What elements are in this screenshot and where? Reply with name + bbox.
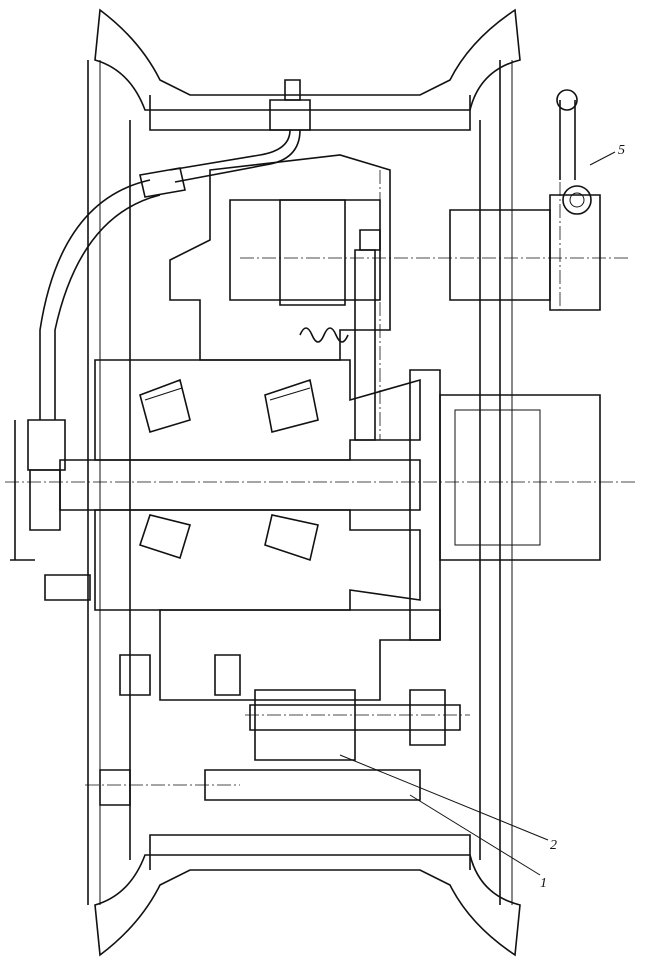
leader-lines	[339, 151, 616, 876]
centre-lines	[5, 160, 635, 786]
brake-chamber-5	[449, 89, 601, 311]
air-channel	[354, 229, 381, 441]
knuckle-housing	[169, 154, 391, 361]
inner-bearing-top	[139, 378, 191, 434]
rim-right-wall	[499, 60, 513, 905]
lower-bracket	[159, 609, 461, 801]
return-spring	[299, 327, 349, 343]
tyre-valve	[139, 79, 311, 198]
hub-body	[59, 359, 421, 611]
outer-bearing-top	[264, 378, 319, 433]
callout-5: 5	[618, 143, 625, 158]
air-hose	[10, 179, 161, 561]
inner-bearing-bottom	[138, 514, 192, 560]
outer-bearing-bottom	[264, 514, 319, 562]
callout-2: 2	[550, 838, 557, 853]
tyre-bottom-section	[94, 834, 521, 957]
callout-1: 1	[540, 876, 547, 891]
tyre-top-section	[94, 8, 521, 860]
drive-flange	[409, 369, 601, 641]
rim-left-wall	[87, 60, 101, 905]
lower-bolts	[44, 574, 241, 806]
